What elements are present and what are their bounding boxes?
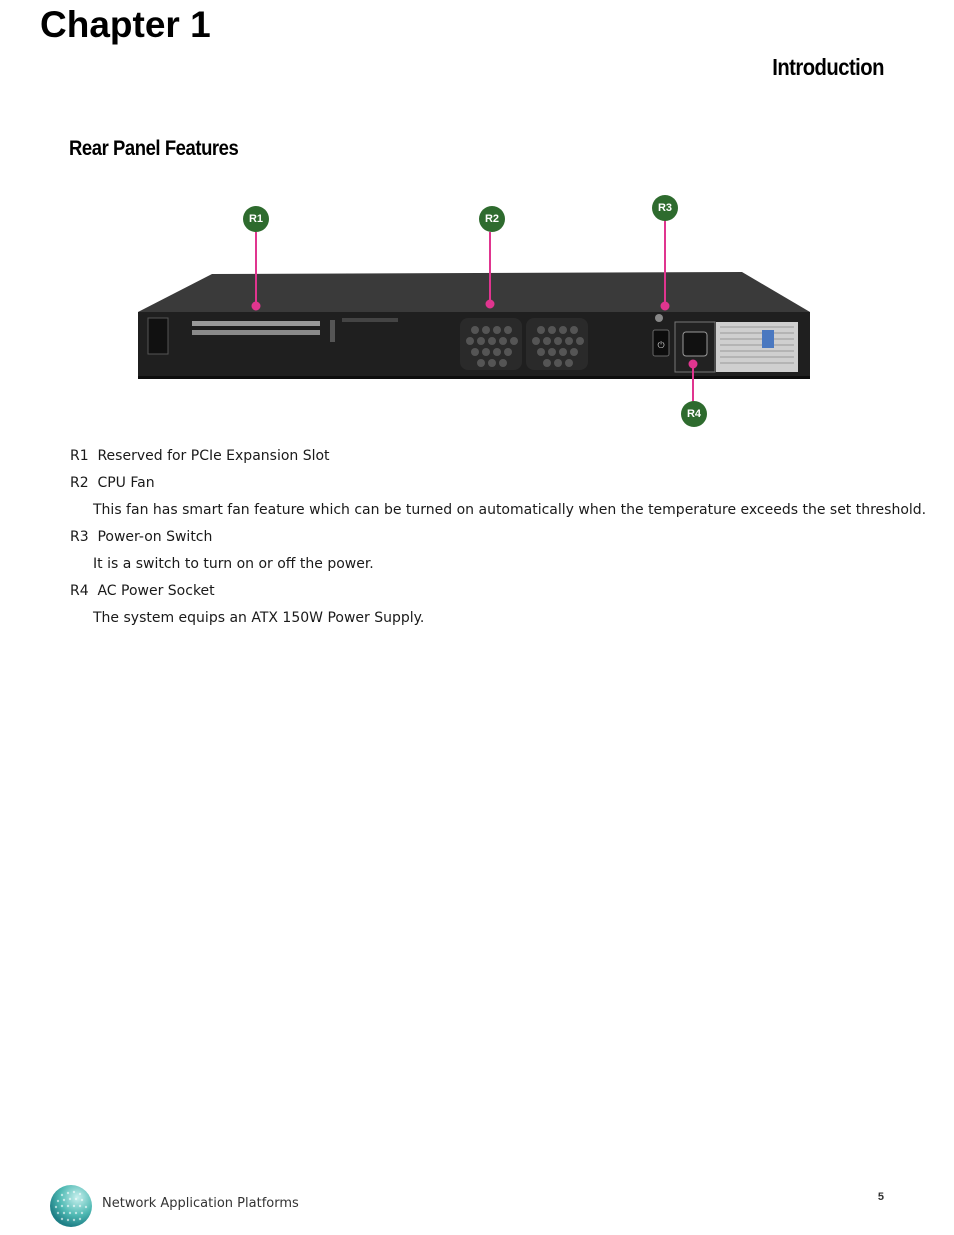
feature-id: R2 <box>70 475 89 491</box>
rear-panel-illustration: ⏻ <box>138 220 810 402</box>
feature-description: This fan has smart fan feature which can… <box>93 502 927 518</box>
feature-description: The system equips an ATX 150W Power Supp… <box>93 610 425 626</box>
feature-item-r4: R4 AC Power Socket <box>70 581 890 608</box>
callout-r2: R2 <box>479 206 505 232</box>
rear-panel-figure: ⏻ R1 R2 R3 R4 <box>130 190 830 430</box>
pcie-slot-upper <box>192 321 320 326</box>
footer-brand-text: Network Application Platforms <box>102 1196 299 1211</box>
callout-r1: R1 <box>243 206 269 232</box>
chapter-title: Chapter 1 <box>40 4 211 45</box>
feature-id: R3 <box>70 529 89 545</box>
fan-grille-right <box>526 318 588 370</box>
callout-r3: R3 <box>652 195 678 221</box>
feature-title: Power-on Switch <box>97 529 213 545</box>
power-switch <box>652 329 670 357</box>
svg-text:⏻: ⏻ <box>657 340 664 351</box>
ground-screw <box>655 314 663 322</box>
feature-title: CPU Fan <box>97 475 155 491</box>
callout-r4: R4 <box>681 401 707 427</box>
feature-description: It is a switch to turn on or off the pow… <box>93 556 374 572</box>
pcie-slot-lower <box>192 330 320 335</box>
fan-grille-left <box>460 318 522 370</box>
brand-globe-logo <box>50 1185 92 1227</box>
psu-vent <box>716 322 798 372</box>
feature-id: R1 <box>70 448 89 464</box>
feature-title: AC Power Socket <box>97 583 215 599</box>
feature-list: R1 Reserved for PCIe Expansion Slot R2 C… <box>70 446 927 635</box>
feature-title: Reserved for PCIe Expansion Slot <box>97 448 330 464</box>
page-number: 5 <box>877 1191 884 1203</box>
feature-id: R4 <box>70 583 89 599</box>
section-title: Introduction <box>772 54 884 80</box>
feature-item-r3: R3 Power-on Switch <box>70 527 890 554</box>
subsection-title: Rear Panel Features <box>69 137 239 160</box>
chassis-top <box>138 272 810 312</box>
feature-item-r1: R1 Reserved for PCIe Expansion Slot <box>70 446 890 473</box>
feature-item-r2: R2 CPU Fan <box>70 473 890 500</box>
ac-power-socket <box>682 331 708 357</box>
